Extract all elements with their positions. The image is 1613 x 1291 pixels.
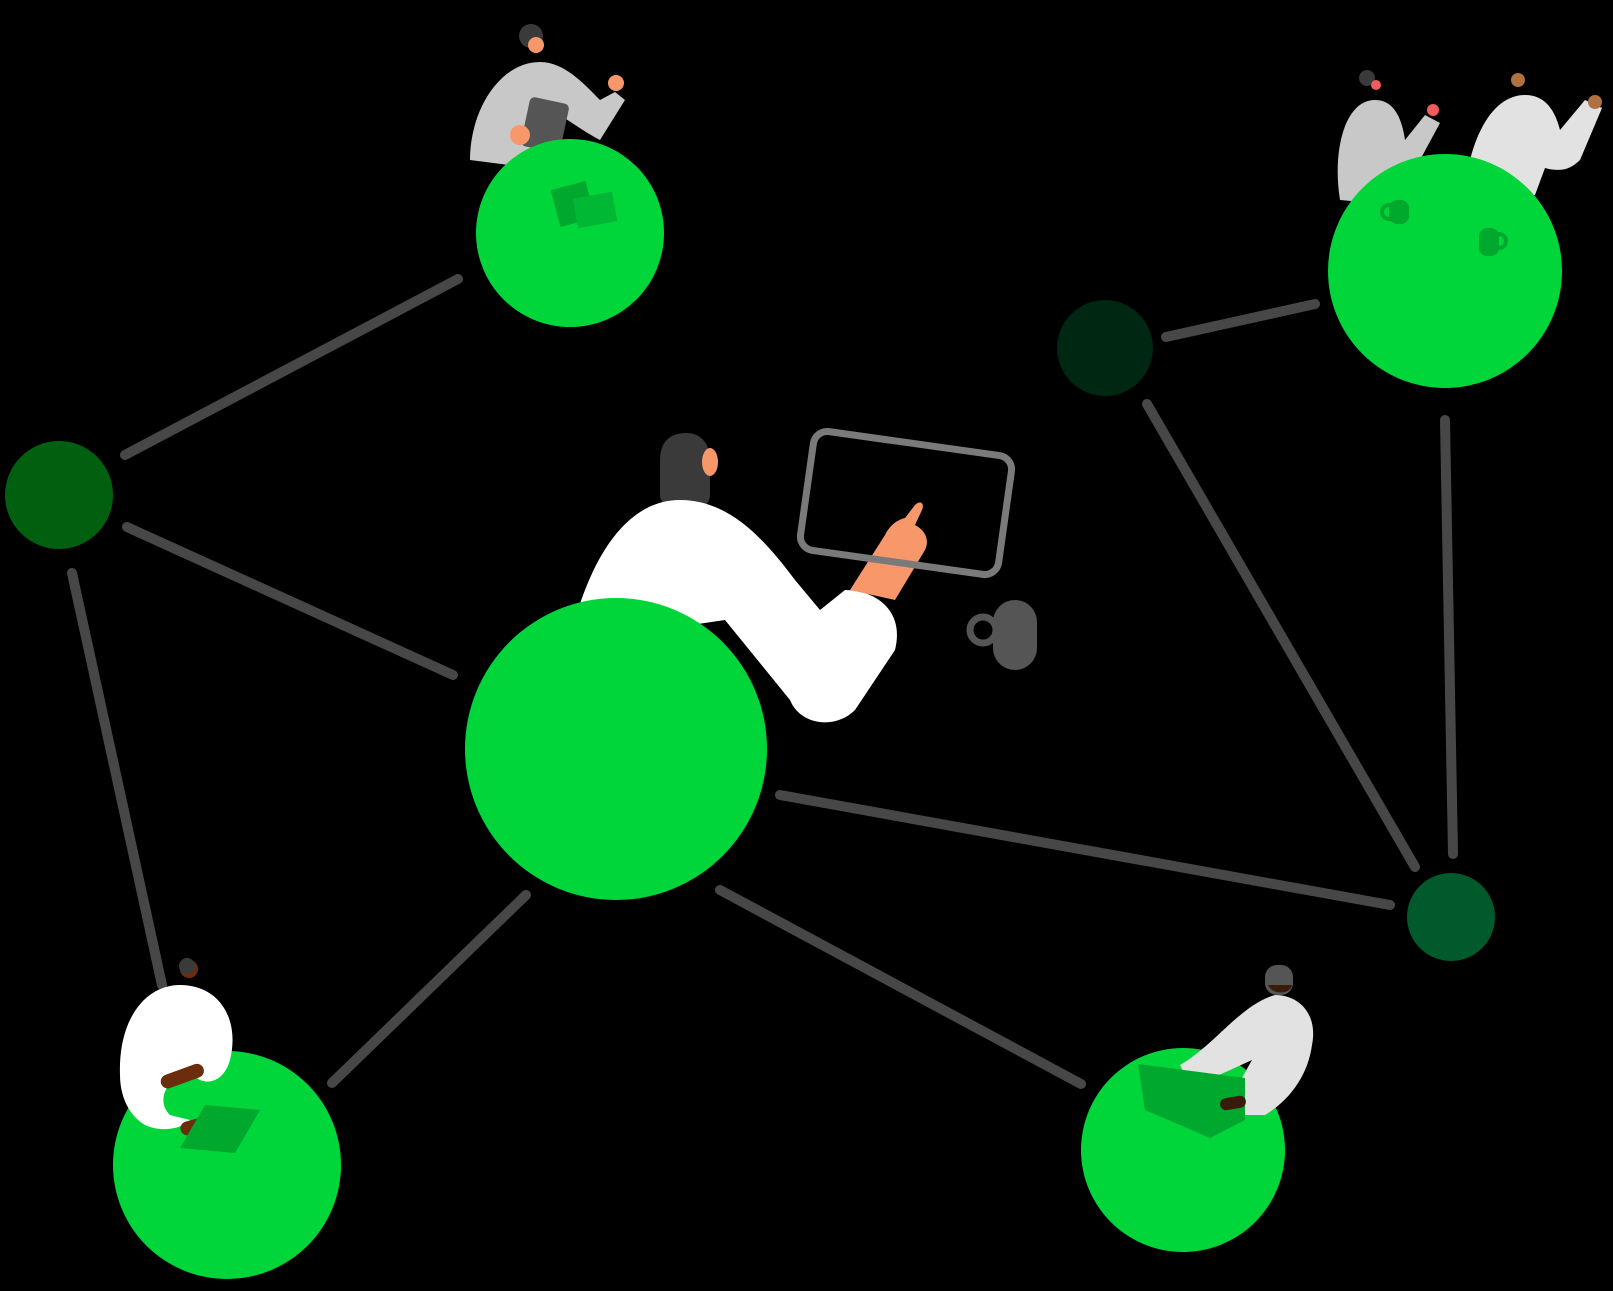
link-line bbox=[122, 522, 458, 680]
tablet-icon bbox=[180, 1105, 260, 1153]
arm-skin bbox=[1220, 1095, 1246, 1111]
arm-skin bbox=[160, 1063, 204, 1089]
link-line bbox=[715, 885, 1086, 1089]
body-grey bbox=[1337, 100, 1440, 205]
tablet-icon bbox=[521, 97, 569, 153]
mug-icon bbox=[966, 600, 1037, 670]
mug-icon bbox=[1380, 200, 1409, 224]
node-center bbox=[465, 598, 767, 900]
link-line bbox=[1161, 299, 1320, 342]
link-line bbox=[327, 890, 531, 1088]
person-bottom-left bbox=[179, 958, 198, 978]
face bbox=[1268, 985, 1292, 993]
dark-node-top-right bbox=[1057, 300, 1153, 396]
laptop-icon bbox=[1138, 1064, 1245, 1138]
head-face bbox=[1371, 80, 1381, 90]
ear bbox=[702, 448, 718, 476]
person-bottom-right-body bbox=[1138, 995, 1314, 1138]
person-top-with-tablet bbox=[470, 24, 625, 170]
node-top-right bbox=[1328, 154, 1562, 388]
dark-node-bottom-right bbox=[1407, 873, 1495, 961]
hand bbox=[608, 75, 624, 91]
body-white bbox=[1180, 995, 1314, 1115]
arm-skin bbox=[850, 502, 927, 600]
body-white bbox=[119, 985, 233, 1130]
dark-node-left bbox=[5, 441, 113, 549]
hair bbox=[660, 433, 710, 510]
hand bbox=[510, 125, 530, 145]
mug-icon bbox=[1479, 228, 1508, 256]
person-center bbox=[575, 433, 927, 723]
tablet-icon bbox=[796, 427, 1016, 579]
hand bbox=[1427, 104, 1439, 116]
link-line bbox=[775, 790, 1395, 910]
head-face bbox=[528, 37, 544, 53]
head bbox=[1511, 73, 1525, 87]
head bbox=[1359, 70, 1375, 86]
link-line bbox=[120, 274, 463, 460]
document-icon bbox=[550, 180, 618, 229]
node-bottom-left bbox=[113, 1051, 341, 1279]
hand bbox=[1588, 95, 1602, 109]
head-hair bbox=[179, 958, 195, 974]
person-bottom-left-body bbox=[119, 985, 260, 1153]
network-links bbox=[67, 274, 1458, 1089]
node-top bbox=[476, 139, 664, 327]
link-line bbox=[1440, 415, 1458, 859]
person-bottom-right bbox=[1265, 965, 1293, 995]
link-line bbox=[1142, 399, 1420, 872]
body-white bbox=[575, 500, 897, 723]
link-line bbox=[67, 568, 167, 990]
